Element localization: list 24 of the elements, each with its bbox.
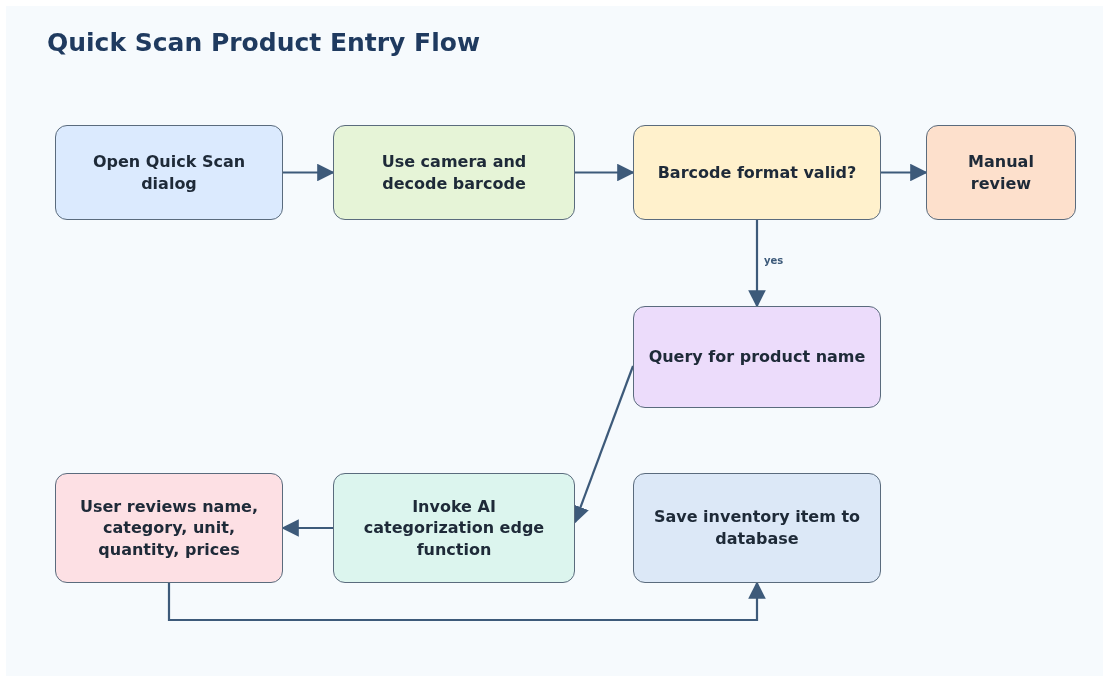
decision-box	[633, 125, 881, 220]
node-label: Manual review	[967, 150, 1035, 195]
process-box	[333, 473, 575, 583]
node-label: Use camera and decode barcode	[380, 150, 528, 195]
process-box	[55, 473, 283, 583]
node-label: Invoke AI categorization edge function	[362, 495, 546, 561]
process-box	[633, 306, 881, 408]
node-label: Query for product name	[648, 346, 866, 368]
node-label: Barcode format valid?	[657, 161, 857, 184]
node-label: User reviews name, category, unit, quantity, prices	[79, 495, 259, 561]
arrow	[575, 163, 635, 182]
process-box	[633, 473, 881, 583]
node-label: Save inventory item to database	[652, 506, 862, 550]
arrow	[167, 581, 766, 622]
arrow	[748, 220, 766, 308]
arrow	[881, 163, 928, 182]
diagram-title: Quick Scan Product Entry Flow	[47, 28, 481, 57]
arrow	[283, 163, 335, 182]
edge-label: yes	[762, 255, 786, 266]
process-box	[55, 125, 283, 220]
arrow	[281, 519, 333, 537]
node-label: Open Quick Scan dialog	[91, 150, 247, 195]
process-box	[333, 125, 575, 220]
process-box	[926, 125, 1076, 220]
